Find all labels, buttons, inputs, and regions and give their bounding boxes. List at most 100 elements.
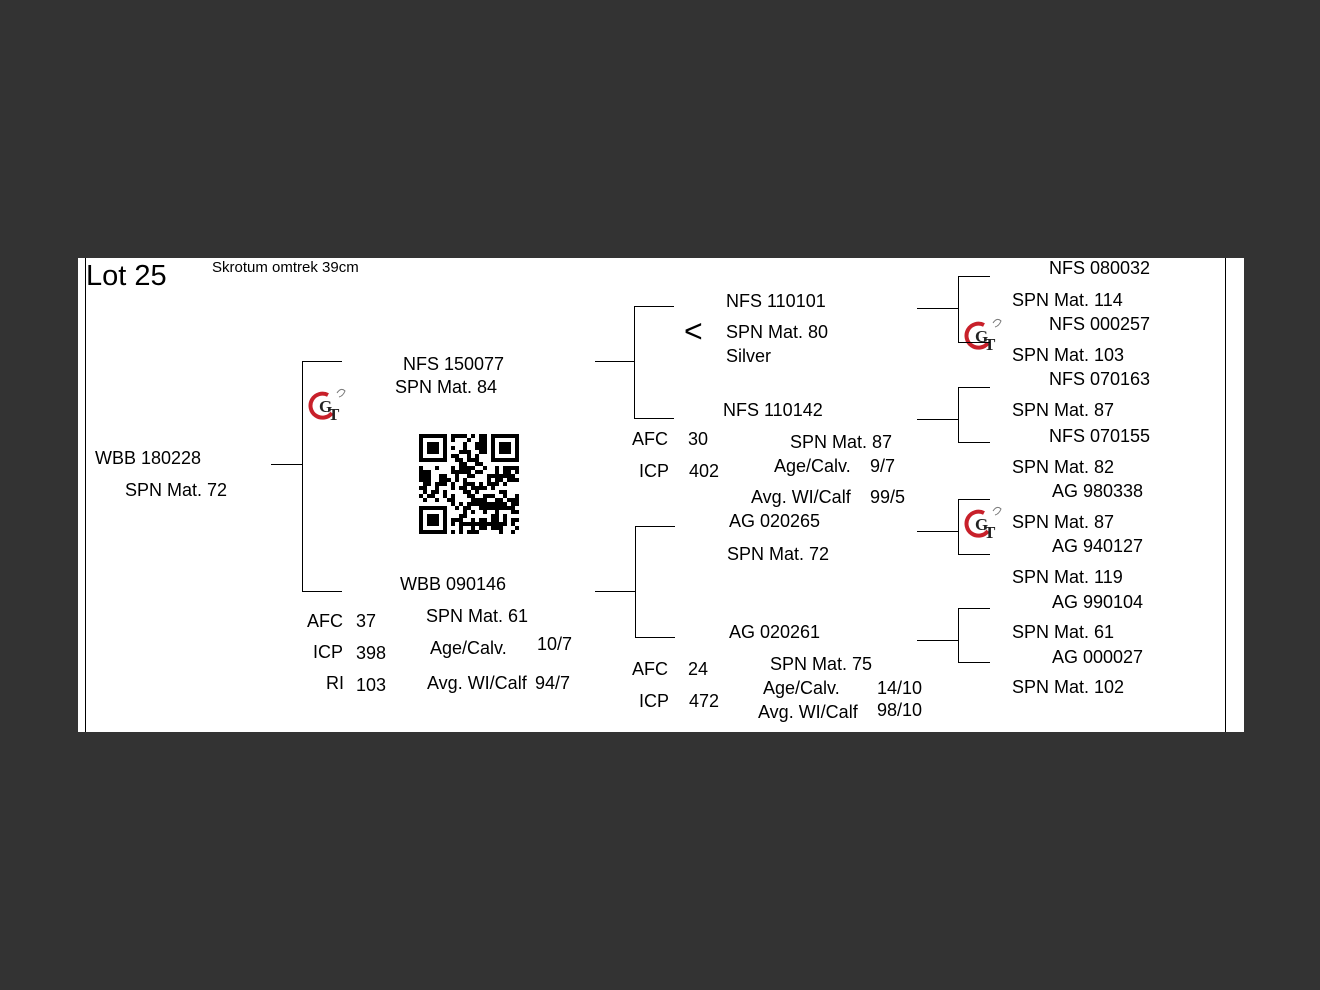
qr-module xyxy=(431,506,435,510)
dam-ri-label: RI xyxy=(326,673,344,693)
qr-module xyxy=(499,502,503,506)
connector xyxy=(634,418,674,419)
qr-module xyxy=(443,518,447,522)
qr-module xyxy=(459,502,463,506)
qr-module xyxy=(491,486,495,490)
connector xyxy=(595,361,634,362)
dam-id: WBB 090146 xyxy=(400,574,507,594)
qr-module xyxy=(483,486,487,490)
qr-module xyxy=(475,446,479,450)
qr-module xyxy=(471,486,475,490)
qr-module xyxy=(443,450,447,454)
qr-module xyxy=(423,506,427,510)
qr-module xyxy=(475,530,479,534)
gen3-id: NFS 070163 xyxy=(1049,369,1151,389)
qr-module xyxy=(507,466,511,470)
qr-module xyxy=(443,458,447,462)
qr-module xyxy=(479,462,483,466)
qr-module xyxy=(459,522,463,526)
qr-module xyxy=(475,502,479,506)
qr-module xyxy=(451,446,455,450)
qr-module xyxy=(479,526,483,530)
qr-module xyxy=(419,470,423,474)
qr-module xyxy=(471,498,475,502)
qr-module xyxy=(491,514,495,518)
qr-module xyxy=(435,450,439,454)
qr-module xyxy=(447,498,451,502)
gen3-id: AG 000027 xyxy=(1052,647,1144,667)
qr-module xyxy=(495,514,499,518)
qr-module xyxy=(443,506,447,510)
dam-dam-icp-label: ICP xyxy=(639,691,670,711)
qr-module xyxy=(503,490,507,494)
qr-module xyxy=(443,482,447,486)
qr-module xyxy=(499,522,503,526)
qr-module xyxy=(431,442,435,446)
qr-module xyxy=(483,506,487,510)
qr-module xyxy=(475,498,479,502)
qr-module xyxy=(483,502,487,506)
dam-dam-icp-value: 472 xyxy=(689,691,720,711)
qr-module xyxy=(487,522,491,526)
dam-spn: SPN Mat. 61 xyxy=(426,606,529,626)
qr-module xyxy=(467,470,471,474)
qr-module xyxy=(443,474,447,478)
sire-sire-spn: SPN Mat. 80 xyxy=(726,322,829,342)
qr-module xyxy=(479,450,483,454)
qr-module xyxy=(459,518,463,522)
qr-module xyxy=(467,466,471,470)
dam-dam-avg-wi-value: 98/10 xyxy=(877,700,923,720)
dam-dam-age-calv-value: 14/10 xyxy=(877,678,923,698)
dam-dam-id: AG 020261 xyxy=(729,622,821,642)
qr-module xyxy=(443,438,447,442)
sire-sire-id: NFS 110101 xyxy=(726,291,826,311)
qr-module xyxy=(435,522,439,526)
animal-spn: SPN Mat. 72 xyxy=(125,480,228,500)
qr-module xyxy=(495,518,499,522)
qr-module xyxy=(487,474,491,478)
connector xyxy=(958,276,990,277)
qr-module xyxy=(419,438,423,442)
qr-module xyxy=(419,458,423,462)
qr-module xyxy=(459,434,463,438)
qr-module xyxy=(419,466,423,470)
qr-module xyxy=(499,506,503,510)
qr-module xyxy=(467,458,471,462)
qr-module xyxy=(491,474,495,478)
qr-module xyxy=(467,490,471,494)
qr-module xyxy=(443,514,447,518)
qr-module xyxy=(427,522,431,526)
gen3-id: NFS 000257 xyxy=(1049,314,1151,334)
qr-module xyxy=(511,510,515,514)
qr-module xyxy=(495,498,499,502)
qr-module xyxy=(459,462,463,466)
qr-module xyxy=(419,454,423,458)
qr-module xyxy=(439,474,443,478)
qr-module xyxy=(419,478,423,482)
qr-module xyxy=(503,518,507,522)
qr-module xyxy=(423,490,427,494)
qr-module xyxy=(451,502,455,506)
qr-module xyxy=(483,434,487,438)
qr-module xyxy=(443,490,447,494)
qr-module xyxy=(511,506,515,510)
qr-module xyxy=(515,470,519,474)
qr-module xyxy=(459,530,463,534)
sire-dam-icp-label: ICP xyxy=(639,461,670,481)
qr-module xyxy=(479,434,483,438)
qr-module xyxy=(419,450,423,454)
connector xyxy=(958,554,990,555)
svg-text:G: G xyxy=(975,327,988,346)
qr-module xyxy=(463,510,467,514)
qr-module xyxy=(479,438,483,442)
qr-module xyxy=(479,446,483,450)
qr-module xyxy=(487,482,491,486)
gen3-spn: SPN Mat. 82 xyxy=(1012,457,1115,477)
qr-module xyxy=(507,506,511,510)
qr-module xyxy=(475,522,479,526)
qr-module xyxy=(435,482,439,486)
qr-module xyxy=(467,438,471,442)
connector xyxy=(917,531,958,532)
qr-module xyxy=(467,474,471,478)
qr-module xyxy=(495,522,499,526)
